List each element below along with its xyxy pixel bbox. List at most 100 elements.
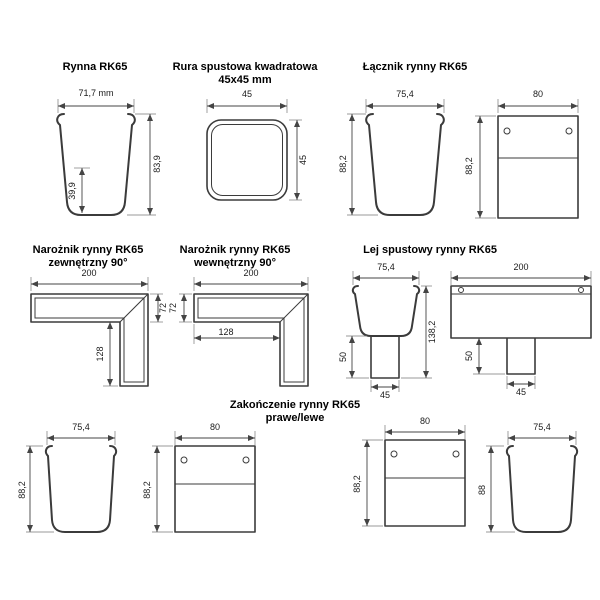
lacznik-profile-height-label: 88,2 <box>338 155 348 173</box>
zakonczenie-plate-left-drawing: 80 88,2 <box>142 422 256 533</box>
wew-dim-width-label: 200 <box>243 268 258 278</box>
lacznik-title: Łącznik rynny RK65 <box>362 61 468 73</box>
rynna-dim-height-label: 83,9 <box>152 155 162 173</box>
screw-hole <box>242 456 250 464</box>
screw-hole <box>458 287 464 293</box>
lacznik-plate-width-label: 80 <box>533 89 543 99</box>
inner-corner-outline <box>193 293 309 387</box>
end-cap-profile <box>505 445 579 533</box>
zakonczenie-profile-left-drawing: 75,4 88,2 <box>18 422 118 533</box>
outer-corner-inner-line <box>34 297 145 383</box>
screw-hole <box>390 450 398 458</box>
rura-height-dimension: 45 <box>289 119 308 201</box>
outlet-body-front <box>450 285 592 339</box>
naroznik-wewnetrzny-title: Narożnik rynny RK65 wewnętrzny 90° <box>165 244 305 270</box>
screw-hole <box>503 127 511 135</box>
zak-p2-height-label: 88 <box>478 485 487 495</box>
lej-side-spout-width-dimension: 45 <box>370 380 400 400</box>
wew-leg-dimension: 128 <box>193 324 280 344</box>
lej-side-width-label: 75,4 <box>377 262 395 272</box>
end-cap-profile <box>44 445 118 533</box>
rynna-inner-height-dimension: 39,9 <box>67 167 90 213</box>
naroznik-wewnetrzny-title-line2: wewnętrzny 90° <box>193 257 277 269</box>
gutter-profile <box>56 113 136 216</box>
lacznik-plate-height-dimension: 88,2 <box>464 115 496 219</box>
lej-side-width-dimension: 75,4 <box>352 262 420 285</box>
lacznik-profile-height-dimension: 88,2 <box>338 113 378 216</box>
lej-side-spout-height-label: 50 <box>338 352 348 362</box>
downpipe-inner-wall <box>211 124 283 196</box>
lacznik-profile-drawing: 75,4 88,2 <box>338 89 445 216</box>
zakonczenie-profile-right-drawing: 75,4 88 <box>478 422 579 533</box>
lej-side-drawing: 75,4 138,2 50 45 <box>338 262 437 400</box>
zak-pl1-height-dimension: 88,2 <box>142 445 173 533</box>
rynna-width-dimension: 71,7 mm <box>57 88 135 113</box>
zak-p1-height-label: 88,2 <box>18 481 27 499</box>
zak-pl2-height-label: 88,2 <box>352 475 362 493</box>
zak-p2-width-dimension: 75,4 <box>507 422 577 445</box>
lej-front-spout-height-label: 50 <box>464 351 474 361</box>
lej-title: Lej spustowy rynny RK65 <box>363 244 497 256</box>
zak-pl1-height-label: 88,2 <box>142 481 152 499</box>
outlet-gutter-profile <box>351 285 421 337</box>
inner-corner-inner-line <box>197 297 305 383</box>
naroznik-zewnetrzny-title-line1: Narożnik rynny RK65 <box>32 244 144 256</box>
lej-side-spout-width-label: 45 <box>380 390 390 400</box>
rura-title: Rura spustowa kwadratowa 45x45 mm <box>170 61 320 87</box>
naroznik-zewnetrzny-title-line2: zewnętrzny 90° <box>48 257 128 269</box>
lej-front-drawing: 200 50 45 <box>450 262 592 397</box>
lej-side-total-height-dimension: 138,2 <box>401 285 437 379</box>
miter-line <box>119 293 149 323</box>
wew-dim-leg-label: 128 <box>218 327 233 337</box>
zak-p1-width-dimension: 75,4 <box>46 422 116 445</box>
wew-profile-dimension: 72 <box>168 293 192 323</box>
zew-dim-profile-label: 72 <box>158 303 168 313</box>
wew-dim-profile-label: 72 <box>168 303 178 313</box>
zak-p2-height-dimension: 88 <box>478 445 515 533</box>
zew-profile-dimension: 72 <box>150 293 168 323</box>
screw-hole <box>452 450 460 458</box>
outlet-spout-side <box>370 336 400 379</box>
naroznik-wewnetrzny-title-line1: Narożnik rynny RK65 <box>179 244 291 256</box>
zakonczenie-title-line1: Zakończenie rynny RK65 <box>229 399 361 411</box>
screw-hole <box>578 287 584 293</box>
connector-profile <box>365 113 445 216</box>
naroznik-wewnetrzny-drawing: 200 72 128 <box>168 268 309 387</box>
lacznik-plate-drawing: 80 88,2 <box>464 89 579 219</box>
downpipe-outer-wall <box>206 119 288 201</box>
zakonczenie-plate-right-drawing: 80 88,2 <box>352 416 466 527</box>
rura-drawing: 45 45 <box>206 89 308 201</box>
zakonczenie-title: Zakończenie rynny RK65 prawe/lewe <box>175 399 415 425</box>
lacznik-plate-height-label: 88,2 <box>464 157 474 175</box>
outlet-spout-front <box>506 338 536 375</box>
lej-front-width-label: 200 <box>513 262 528 272</box>
naroznik-zewnetrzny-drawing: 200 72 128 <box>30 268 168 387</box>
rura-title-line1: Rura spustowa kwadratowa <box>172 61 318 73</box>
lej-front-spout-width-label: 45 <box>516 387 526 397</box>
zakonczenie-title-line2: prawe/lewe <box>265 412 325 424</box>
rynna-dim-width-label: 71,7 mm <box>78 88 113 98</box>
zak-p2-width-label: 75,4 <box>533 422 551 432</box>
zak-pl1-width-dimension: 80 <box>174 422 256 445</box>
end-cap-plate <box>174 445 256 533</box>
lacznik-plate-width-dimension: 80 <box>497 89 579 113</box>
zak-pl2-height-dimension: 88,2 <box>352 439 383 527</box>
rynna-title: Rynna RK65 <box>62 61 128 73</box>
rynna-height-dimension: 83,9 <box>127 113 162 216</box>
rynna-drawing: 71,7 mm 83,9 39,9 <box>56 88 162 216</box>
screw-hole <box>180 456 188 464</box>
wew-width-dimension: 200 <box>193 268 309 291</box>
connector-plate <box>497 115 579 219</box>
zak-p1-width-label: 75,4 <box>72 422 90 432</box>
lej-front-spout-width-dimension: 45 <box>506 376 536 397</box>
naroznik-zewnetrzny-title: Narożnik rynny RK65 zewnętrzny 90° <box>18 244 158 270</box>
end-cap-plate <box>384 439 466 527</box>
lej-side-total-height-label: 138,2 <box>427 321 437 344</box>
miter-line <box>279 293 309 323</box>
zak-pl2-width-label: 80 <box>420 416 430 426</box>
zew-leg-dimension: 128 <box>95 322 118 387</box>
zew-dim-width-label: 200 <box>81 268 96 278</box>
lacznik-profile-width-dimension: 75,4 <box>365 89 445 113</box>
rura-title-line2: 45x45 mm <box>218 74 272 86</box>
rura-width-dimension: 45 <box>206 89 288 113</box>
